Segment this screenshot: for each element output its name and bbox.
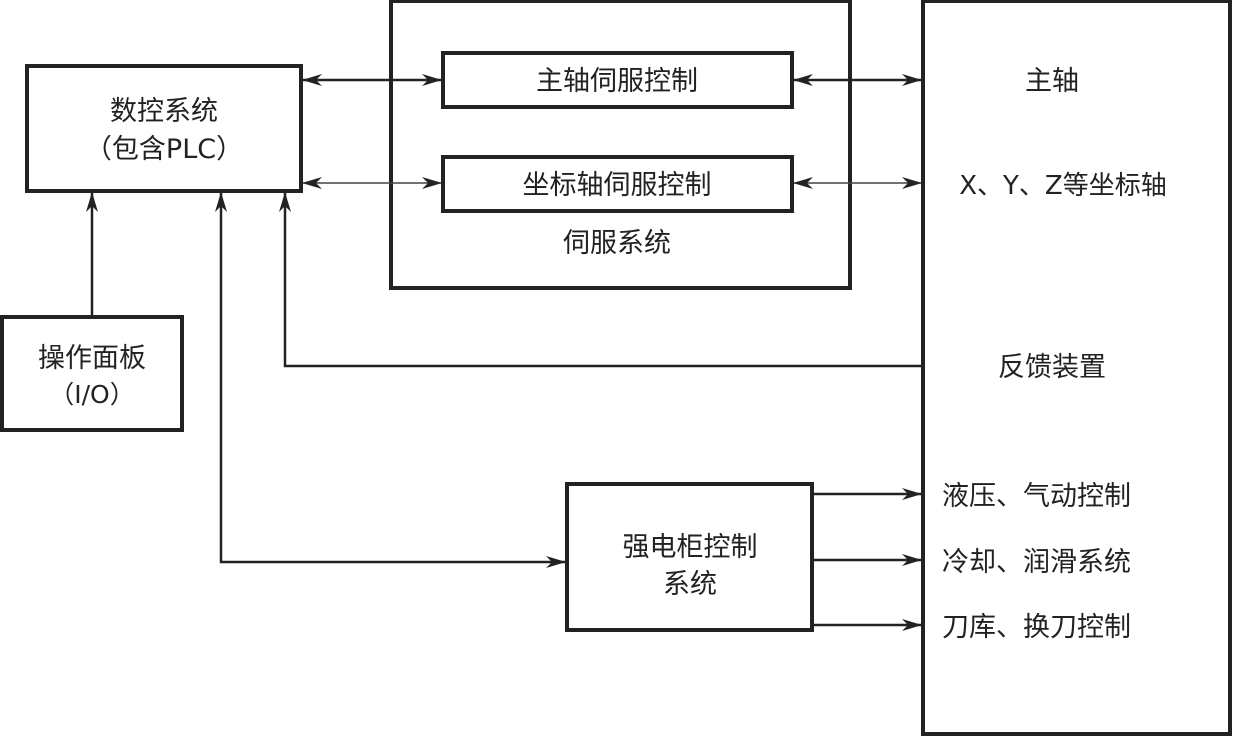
cabinet-label-line1: 强电柜控制: [623, 532, 758, 563]
cnc-label-line2: （包含PLC）: [85, 134, 243, 165]
servo-system-label: 伺服系统: [563, 228, 671, 259]
machine-tool-label: 刀库、换刀控制: [942, 612, 1131, 643]
servo-system-box: [389, 0, 852, 290]
spindle-servo-label: 主轴伺服控制: [536, 66, 698, 97]
machine-box: [921, 0, 1232, 736]
spindle-servo-box: [441, 51, 794, 109]
panel-label-line1: 操作面板: [38, 343, 146, 374]
cnc-box: [25, 64, 303, 193]
cabinet-box: [565, 482, 814, 632]
cnc-cabinet-arrow: [215, 192, 566, 568]
cabinet-label-line2: 系统: [663, 569, 717, 600]
machine-feedback-label: 反馈装置: [998, 352, 1106, 383]
machine-cooling-label: 冷却、润滑系统: [942, 547, 1131, 578]
feedback-cnc-arrow: [279, 192, 921, 368]
axis-servo-box: [441, 155, 794, 213]
cnc-label-line1: 数控系统: [110, 96, 218, 127]
panel-box: [0, 315, 184, 432]
panel-label-line2: （I/O）: [49, 380, 134, 409]
machine-hydraulic-label: 液压、气动控制: [942, 481, 1131, 512]
machine-spindle-label: 主轴: [1025, 66, 1079, 97]
axis-servo-label: 坐标轴伺服控制: [523, 170, 712, 201]
machine-axes-label: X、Y、Z等坐标轴: [959, 171, 1167, 201]
